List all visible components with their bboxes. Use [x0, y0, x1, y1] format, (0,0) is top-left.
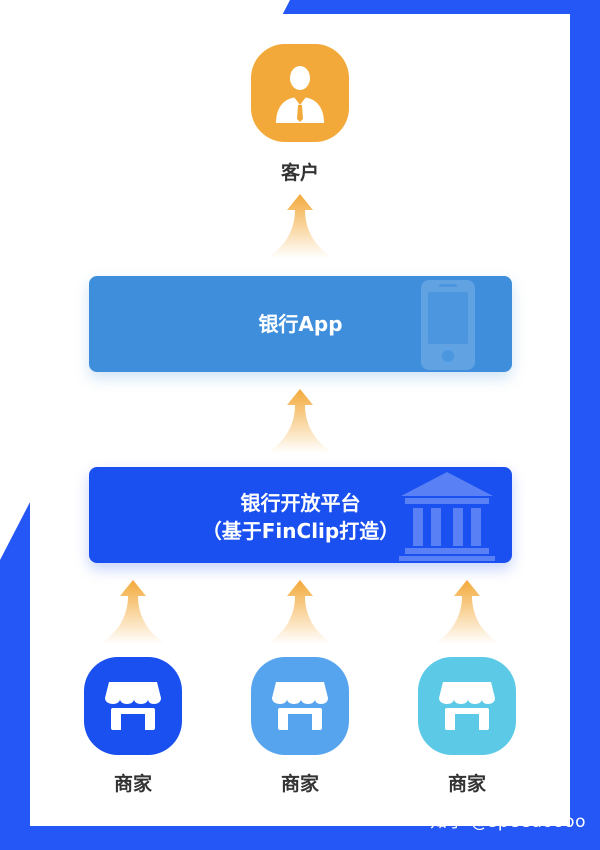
- merchant-icon-1: [84, 657, 182, 755]
- arrow-up-icon: [267, 389, 333, 453]
- arrow-up-icon: [267, 580, 333, 644]
- watermark: 知乎 @speedoooo: [430, 812, 586, 832]
- customer-label: 客户: [280, 162, 319, 184]
- merchant-icon-2: [251, 657, 349, 755]
- bank-building-icon: [399, 472, 495, 561]
- mobile-phone-icon: [421, 280, 475, 370]
- arrow-up-icon: [100, 580, 166, 644]
- bank-app-bar: 银行App: [89, 276, 512, 372]
- storefront-icon: [439, 682, 495, 730]
- merchant-icon-3: [418, 657, 516, 755]
- arrow-up-icon: [434, 580, 500, 644]
- bank-app-label: 银行App: [258, 312, 343, 336]
- merchant-label-3: 商家: [447, 773, 486, 795]
- platform-label-line1: 银行开放平台: [240, 491, 361, 515]
- bank-open-platform-bar: 银行开放平台 （基于FinClip打造）: [89, 467, 512, 563]
- platform-label-line2: （基于FinClip打造）: [201, 519, 400, 543]
- arrow-up-icon: [267, 194, 333, 258]
- customer-avatar-icon: [276, 66, 324, 123]
- merchant-label-1: 商家: [113, 773, 152, 795]
- storefront-icon: [105, 682, 161, 730]
- storefront-icon: [272, 682, 328, 730]
- merchant-label-2: 商家: [280, 773, 319, 795]
- customer-icon: [251, 44, 349, 142]
